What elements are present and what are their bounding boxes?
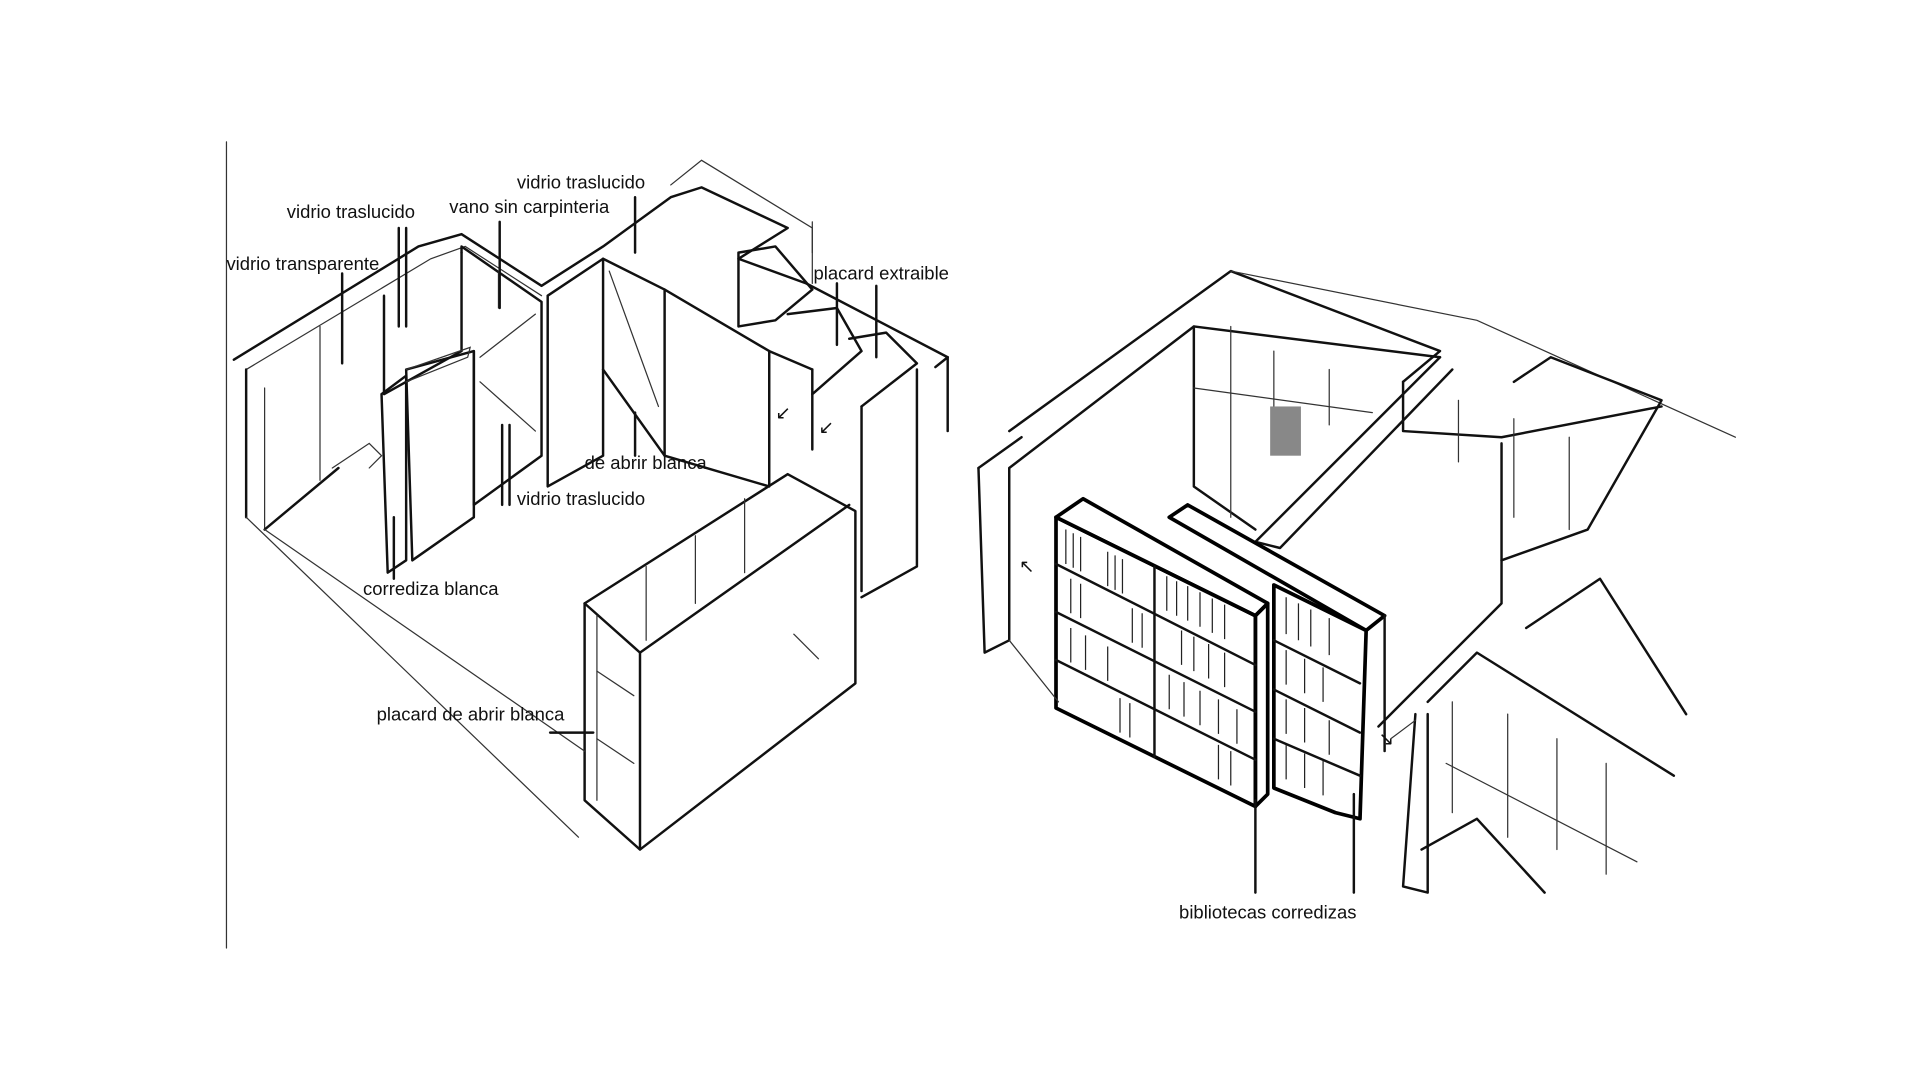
label-corrediza-blanca: corrediza blanca (363, 578, 499, 599)
label-de-abrir-blanca: de abrir blanca (585, 452, 708, 473)
svg-text:↙: ↙ (818, 417, 833, 438)
right-floor-plan-sketch: ↖ ↘ (977, 269, 1736, 894)
label-placard-de-abrir-blanca: placard de abrir blanca (377, 703, 565, 724)
label-bibliotecas-corredizas: bibliotecas corredizas (1179, 901, 1356, 922)
sliding-bookshelves-sketch (1054, 496, 1387, 821)
label-vano-sin-carpinteria: vano sin carpinteria (449, 196, 610, 217)
svg-text:↙: ↙ (775, 402, 790, 423)
label-placard-extraible: placard extraible (814, 263, 949, 284)
label-vidrio-traslucido-bottom: vidrio traslucido (517, 488, 645, 509)
left-floor-plan-sketch: ↙ ↙ (225, 141, 949, 949)
label-vidrio-traslucido-top: vidrio traslucido (517, 172, 645, 193)
leader-lines (340, 196, 1356, 894)
svg-text:↘: ↘ (1378, 728, 1393, 749)
svg-text:↖: ↖ (1019, 556, 1034, 577)
label-vidrio-transparente: vidrio transparente (226, 253, 379, 274)
label-vidrio-traslucido-left: vidrio traslucido (287, 201, 415, 222)
